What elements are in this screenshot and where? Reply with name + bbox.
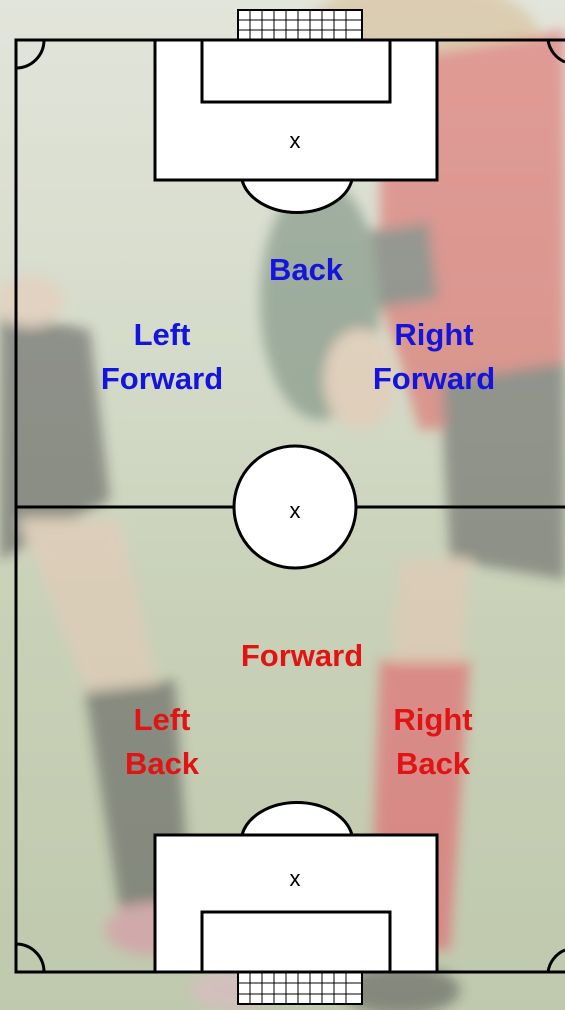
position-forward: Forward	[212, 634, 392, 678]
corner-arc-bottom-left	[16, 944, 44, 972]
position-left-back-line1: Left	[92, 698, 232, 742]
position-right-forward-line2: Forward	[344, 357, 524, 401]
bottom-penalty-arc	[242, 803, 352, 835]
position-left-forward-line2: Forward	[72, 357, 252, 401]
position-left-forward: Left Forward	[72, 313, 252, 401]
position-right-back-line1: Right	[363, 698, 503, 742]
center-spot: x	[275, 498, 315, 524]
position-left-back-line2: Back	[92, 742, 232, 786]
position-back: Back	[236, 248, 376, 292]
position-back-label: Back	[269, 252, 343, 287]
bottom-goal-net	[238, 972, 362, 1004]
corner-arc-top-right	[548, 40, 565, 62]
top-penalty-arc	[242, 180, 352, 212]
position-right-forward: Right Forward	[344, 313, 524, 401]
position-right-back-line2: Back	[363, 742, 503, 786]
position-left-forward-line1: Left	[72, 313, 252, 357]
corner-arc-bottom-right	[548, 950, 565, 972]
top-goal-net	[238, 10, 362, 40]
top-goal-box	[202, 40, 390, 102]
position-left-back: Left Back	[92, 698, 232, 786]
position-right-forward-line1: Right	[344, 313, 524, 357]
top-penalty-spot: x	[275, 128, 315, 154]
corner-arc-top-left	[16, 40, 44, 68]
position-right-back: Right Back	[363, 698, 503, 786]
bottom-goal-box	[202, 912, 390, 972]
bottom-penalty-spot: x	[275, 866, 315, 892]
position-forward-label: Forward	[241, 638, 363, 673]
